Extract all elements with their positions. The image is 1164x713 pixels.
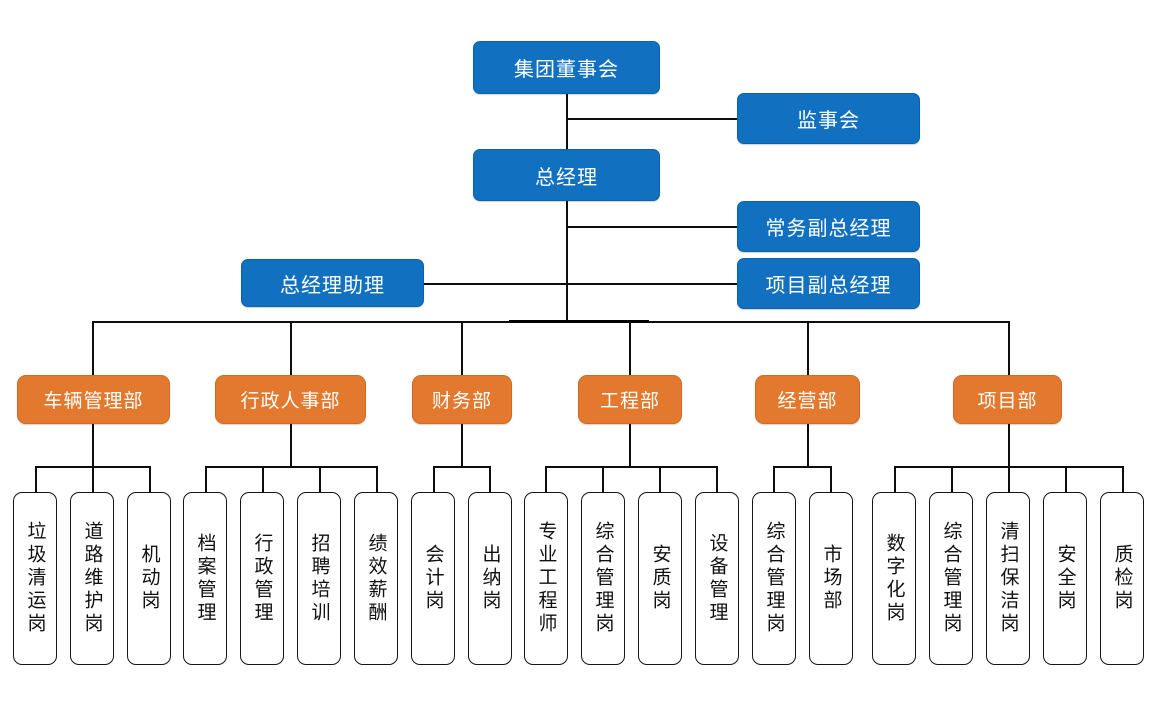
node-department-admin-hr[interactable]: 行政人事部 [215,375,366,424]
stem-department-4 [807,424,809,466]
leaf-box-waste-collection[interactable]: 垃圾清运岗 [13,492,57,665]
node-department-operations[interactable]: 经营部 [755,375,860,424]
leaf-box-road-maintenance[interactable]: 道路维护岗 [70,492,114,665]
leaf-label: 设备管理 [706,532,729,625]
node-board[interactable]: 集团董事会 [473,41,660,94]
leaf-box-recruitment-training[interactable]: 招聘培训 [297,492,341,665]
drop-leaf-3 [205,466,207,492]
leaf-label: 机动岗 [138,544,161,613]
drop-leaf-15 [894,466,896,492]
drop-leaf-2 [149,466,151,492]
leaf-box-engineering-general-management[interactable]: 综合管理岗 [581,492,625,665]
rail-department-1 [205,466,377,468]
node-department-project[interactable]: 项目部 [953,375,1062,424]
node-department-finance[interactable]: 财务部 [412,375,512,424]
rail-department-3 [545,466,717,468]
leaf-label: 招聘培训 [308,532,331,625]
leaf-label: 安质岗 [649,544,672,613]
leaf-label: 综合管理岗 [592,521,615,636]
drop-to-department-1 [290,321,292,375]
stem-department-5 [1008,424,1010,466]
connector-board-to-gm [566,93,568,150]
leaf-label: 出纳岗 [479,544,502,613]
drop-leaf-5 [319,466,321,492]
leaf-box-admin-management[interactable]: 行政管理 [240,492,284,665]
leaf-box-digitalization[interactable]: 数字化岗 [872,492,916,665]
leaf-box-archive-management[interactable]: 档案管理 [183,492,227,665]
leaf-label: 专业工程师 [535,521,558,636]
node-department-engineering[interactable]: 工程部 [578,375,682,424]
leaf-label: 垃圾清运岗 [24,521,47,636]
drop-leaf-13 [773,466,775,492]
drop-leaf-6 [376,466,378,492]
department-bus-bar-center [509,320,649,323]
drop-leaf-7 [433,466,435,492]
leaf-box-professional-engineer[interactable]: 专业工程师 [524,492,568,665]
drop-leaf-8 [489,466,491,492]
drop-leaf-0 [35,466,37,492]
connector-gm-to-project-deputy [566,283,737,285]
stem-department-1 [290,424,292,466]
drop-leaf-19 [1122,466,1124,492]
leaf-box-equipment-management[interactable]: 设备管理 [695,492,739,665]
drop-leaf-11 [659,466,661,492]
leaf-box-performance-compensation[interactable]: 绩效薪酬 [354,492,398,665]
node-supervisory-board[interactable]: 监事会 [737,93,920,144]
leaf-label: 绩效薪酬 [365,532,388,625]
leaf-label: 道路维护岗 [81,521,104,636]
leaf-label: 市场部 [820,544,843,613]
drop-leaf-18 [1065,466,1067,492]
rail-department-4 [773,466,830,468]
node-executive-deputy-gm[interactable]: 常务副总经理 [737,201,920,252]
node-department-vehicle-management[interactable]: 车辆管理部 [17,375,170,424]
node-general-manager[interactable]: 总经理 [473,149,660,201]
stem-department-2 [461,424,463,466]
node-gm-assistant[interactable]: 总经理助理 [241,259,424,307]
leaf-box-marketing[interactable]: 市场部 [809,492,853,665]
drop-leaf-10 [602,466,604,492]
leaf-box-project-general-management[interactable]: 综合管理岗 [929,492,973,665]
connector-board-to-supervisory [566,118,737,120]
leaf-label: 清扫保洁岗 [997,521,1020,636]
leaf-box-accounting[interactable]: 会计岗 [411,492,455,665]
leaf-box-cleaning-sanitation[interactable]: 清扫保洁岗 [986,492,1030,665]
leaf-label: 行政管理 [251,532,274,625]
node-project-deputy-gm[interactable]: 项目副总经理 [737,258,920,309]
connector-gm-to-exec-deputy [566,226,737,228]
leaf-label: 综合管理岗 [763,521,786,636]
drop-leaf-17 [1008,466,1010,492]
stem-department-0 [92,424,94,466]
connector-gm-to-bus [566,200,568,322]
leaf-label: 数字化岗 [883,532,906,625]
drop-to-department-3 [629,321,631,375]
drop-leaf-14 [830,466,832,492]
leaf-label: 综合管理岗 [940,521,963,636]
connector-gm-to-assistant [424,283,566,285]
drop-leaf-12 [716,466,718,492]
leaf-label: 档案管理 [194,532,217,625]
drop-leaf-4 [262,466,264,492]
leaf-label: 安全岗 [1054,544,1077,613]
leaf-box-mobile-duty[interactable]: 机动岗 [127,492,171,665]
leaf-label: 会计岗 [422,544,445,613]
leaf-box-safety-quality[interactable]: 安质岗 [638,492,682,665]
rail-department-2 [433,466,490,468]
drop-to-department-5 [1008,321,1010,375]
drop-leaf-1 [92,466,94,492]
drop-leaf-9 [545,466,547,492]
drop-to-department-4 [807,321,809,375]
leaf-label: 质检岗 [1111,544,1134,613]
stem-department-3 [629,424,631,466]
drop-leaf-16 [951,466,953,492]
drop-to-department-0 [92,321,94,375]
leaf-box-cashier[interactable]: 出纳岗 [468,492,512,665]
leaf-box-quality-inspection[interactable]: 质检岗 [1100,492,1144,665]
leaf-box-safety[interactable]: 安全岗 [1043,492,1087,665]
leaf-box-operations-general-management[interactable]: 综合管理岗 [752,492,796,665]
drop-to-department-2 [461,321,463,375]
